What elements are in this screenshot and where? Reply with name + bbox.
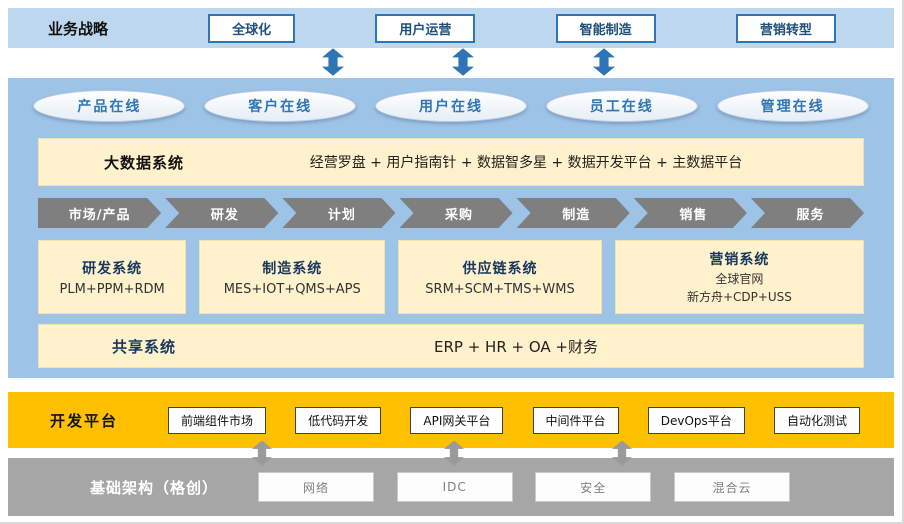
system-title: 制造系统 <box>262 260 323 277</box>
dev-item-frontend-market: 前端组件市场 <box>168 406 267 434</box>
strategy-item-user-operations: 用户运营 <box>375 13 476 43</box>
system-marketing: 营销系统 全球官网 新方舟+CDP+USS <box>614 240 864 314</box>
dev-item-lowcode: 低代码开发 <box>295 406 382 434</box>
system-title: 研发系统 <box>82 260 143 277</box>
chain-step-manufacturing: 制造 <box>517 198 630 228</box>
oval-management-online: 管理在线 <box>716 90 869 122</box>
infrastructure-title: 基础架构（格创） <box>90 478 219 497</box>
main-band: 产品在线 客户在线 用户在线 员工在线 管理在线 大数据系统 经营罗盘 + 用户… <box>8 78 894 378</box>
oval-employee-online: 员工在线 <box>545 90 698 122</box>
infra-item-network: 网络 <box>258 472 374 502</box>
systems-row: 研发系统 PLM+PPM+RDM 制造系统 MES+IOT+QMS+APS 供应… <box>38 240 864 314</box>
oval-product-online: 产品在线 <box>33 90 186 122</box>
dev-item-middleware: 中间件平台 <box>532 406 619 434</box>
system-apps: 新方舟+CDP+USS <box>686 290 792 304</box>
infra-item-idc: IDC <box>396 472 513 502</box>
bigdata-system-box: 大数据系统 经营罗盘 + 用户指南针 + 数据智多星 + 数据开发平台 + 主数… <box>38 138 864 186</box>
chain-step-sales: 销售 <box>634 198 747 228</box>
dev-platform-title: 开发平台 <box>50 411 119 430</box>
connector-double-arrow-icon <box>252 440 272 466</box>
infrastructure-items: 网络 IDC 安全 混合云 <box>258 472 790 502</box>
shared-system-content: ERP + HR + OA +财务 <box>434 337 598 356</box>
connector-double-arrow-icon <box>444 440 464 466</box>
system-apps: 全球官网 <box>715 272 764 286</box>
online-ovals-row: 产品在线 客户在线 用户在线 员工在线 管理在线 <box>24 90 878 122</box>
oval-customer-online: 客户在线 <box>204 90 357 122</box>
system-rnd: 研发系统 PLM+PPM+RDM <box>38 240 187 314</box>
strategy-band: 业务战略 全球化 用户运营 智能制造 营销转型 <box>8 8 894 48</box>
chain-step-service: 服务 <box>751 198 864 228</box>
strategy-band-title: 业务战略 <box>48 19 109 38</box>
system-title: 营销系统 <box>709 252 770 268</box>
dev-item-devops: DevOps平台 <box>647 406 745 434</box>
strategy-item-globalization: 全球化 <box>208 13 296 43</box>
bigdata-system-title: 大数据系统 <box>103 153 184 172</box>
system-title: 供应链系统 <box>462 260 538 277</box>
infra-item-security: 安全 <box>535 472 652 502</box>
infra-item-hybrid-cloud: 混合云 <box>673 472 790 502</box>
shared-system-title: 共享系统 <box>111 337 176 356</box>
bigdata-system-content: 经营罗盘 + 用户指南针 + 数据智多星 + 数据开发平台 + 主数据平台 <box>309 155 743 171</box>
double-arrow-icon <box>322 48 344 76</box>
dev-item-api-gateway: API网关平台 <box>410 406 504 434</box>
strategy-items: 全球化 用户运营 智能制造 营销转型 <box>168 13 876 43</box>
dev-item-autotest: 自动化测试 <box>773 406 860 434</box>
system-supply-chain: 供应链系统 SRM+SCM+TMS+WMS <box>398 240 602 314</box>
double-arrow-icon <box>452 48 474 76</box>
dev-platform-items: 前端组件市场 低代码开发 API网关平台 中间件平台 DevOps平台 自动化测… <box>168 406 860 434</box>
system-apps: MES+IOT+QMS+APS <box>223 281 361 297</box>
strategy-item-intelligent-manufacturing: 智能制造 <box>555 13 656 43</box>
strategy-item-marketing-transformation: 营销转型 <box>735 13 836 43</box>
system-apps: PLM+PPM+RDM <box>59 281 165 297</box>
double-arrow-icon <box>593 48 615 76</box>
shared-system-box: 共享系统 ERP + HR + OA +财务 <box>38 324 864 368</box>
infrastructure-band: 基础架构（格创） 网络 IDC 安全 混合云 <box>8 458 894 516</box>
chain-step-rnd: 研发 <box>165 198 278 228</box>
system-manufacturing: 制造系统 MES+IOT+QMS+APS <box>199 240 386 314</box>
chain-step-market-product: 市场/产品 <box>38 198 161 228</box>
dev-platform-band: 开发平台 前端组件市场 低代码开发 API网关平台 中间件平台 DevOps平台… <box>8 392 894 448</box>
connector-double-arrow-icon <box>612 440 632 466</box>
oval-user-online: 用户在线 <box>374 90 527 122</box>
chain-step-planning: 计划 <box>282 198 395 228</box>
chain-step-procurement: 采购 <box>399 198 512 228</box>
value-chain: 市场/产品 研发 计划 采购 制造 销售 服务 <box>38 198 864 228</box>
system-apps: SRM+SCM+TMS+WMS <box>425 281 575 297</box>
